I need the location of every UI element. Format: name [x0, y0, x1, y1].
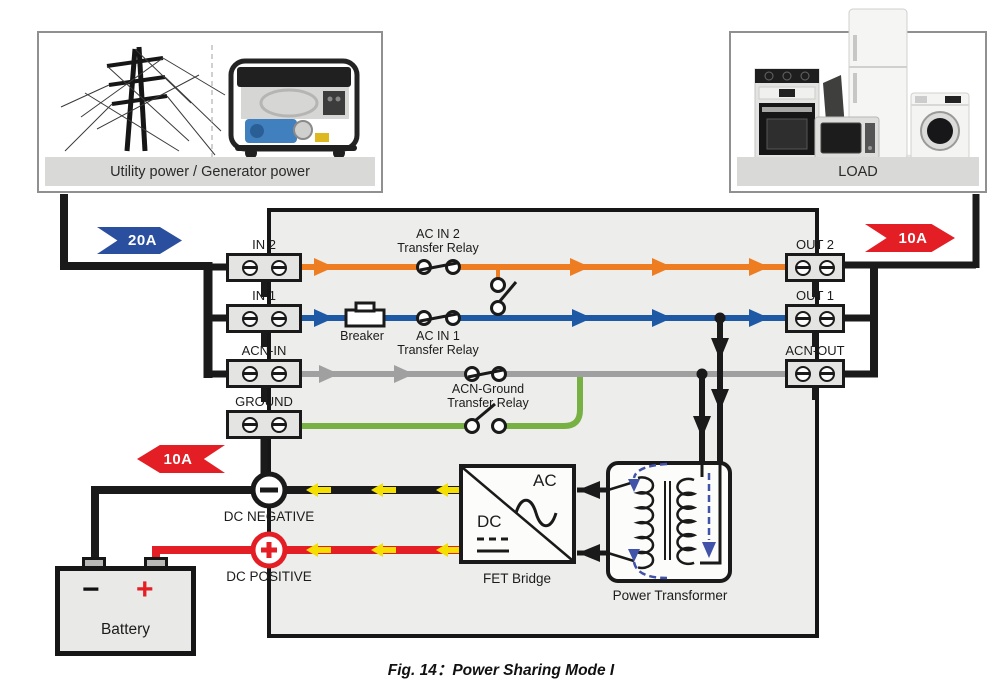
utility-pole-art	[60, 46, 226, 156]
utility-generator-panel: Utility power / Generator power	[37, 31, 383, 193]
utility-panel-label: Utility power / Generator power	[45, 157, 375, 186]
load-feed-wire	[843, 194, 980, 378]
screw-icon	[795, 310, 811, 327]
out2-terminal-label: OUT 2	[795, 237, 835, 252]
in1-terminal	[226, 304, 302, 333]
screw-icon	[270, 365, 287, 382]
battery-minus-sign: −	[82, 573, 100, 606]
dc-positive-label: DC POSITIVE	[226, 569, 312, 584]
generator-art	[228, 58, 360, 159]
screw-icon	[819, 259, 835, 276]
input-current-badge: 20A	[97, 227, 182, 254]
oven-art	[754, 68, 820, 160]
fet-bridge-label: FET Bridge	[482, 571, 552, 586]
out1-terminal	[785, 304, 845, 333]
ground-terminal	[226, 410, 302, 439]
battery-positive-post	[144, 557, 168, 569]
screw-icon	[241, 310, 258, 327]
screw-icon	[270, 416, 287, 433]
screw-icon	[241, 365, 258, 382]
acn-in-terminal	[226, 359, 302, 388]
battery-plus-sign: +	[136, 573, 154, 606]
figure-caption: Fig. 14：Power Sharing Mode I	[387, 662, 615, 679]
load-panel: LOAD	[729, 8, 987, 193]
fet-dc-label: DC	[477, 512, 502, 531]
screw-icon	[270, 310, 287, 327]
load-panel-label: LOAD	[737, 157, 979, 186]
in2-terminal-label: IN 2	[252, 237, 276, 252]
ac-in-1-relay-label: AC IN 1 Transfer Relay	[397, 329, 479, 357]
ac-in-2-relay-label: AC IN 2 Transfer Relay	[397, 227, 479, 255]
screw-icon	[241, 416, 258, 433]
utility-feed-wire	[60, 194, 228, 378]
dc-negative-label: DC NEGATIVE	[223, 509, 315, 524]
utility-generator-art	[60, 45, 360, 159]
screw-icon	[795, 259, 811, 276]
microwave-art	[814, 116, 880, 160]
screw-icon	[270, 259, 287, 276]
out1-terminal-label: OUT 1	[795, 288, 835, 303]
power-transformer-label: Power Transformer	[612, 588, 728, 603]
washing-machine-art	[910, 92, 970, 160]
acn-out-terminal-label: ACN-OUT	[785, 343, 845, 358]
in1-terminal-label: IN 1	[252, 288, 276, 303]
screw-icon	[819, 310, 835, 327]
acn-out-terminal	[785, 359, 845, 388]
out2-terminal	[785, 253, 845, 282]
fet-ac-label: AC	[533, 471, 557, 490]
battery-negative-post	[82, 557, 106, 569]
battery: − + Battery	[55, 557, 196, 656]
ground-terminal-label: GROUND	[235, 394, 293, 409]
acn-ground-relay-label: ACN-Ground Transfer Relay	[447, 382, 529, 410]
breaker-label: Breaker	[340, 329, 384, 343]
screw-icon	[795, 365, 811, 382]
charge-current-badge: 10A	[137, 445, 225, 473]
screw-icon	[241, 259, 258, 276]
battery-label: Battery	[100, 621, 151, 638]
screw-icon	[819, 365, 835, 382]
in2-terminal	[226, 253, 302, 282]
output-current-badge: 10A	[865, 224, 955, 252]
acn-in-terminal-label: ACN-IN	[241, 343, 287, 358]
